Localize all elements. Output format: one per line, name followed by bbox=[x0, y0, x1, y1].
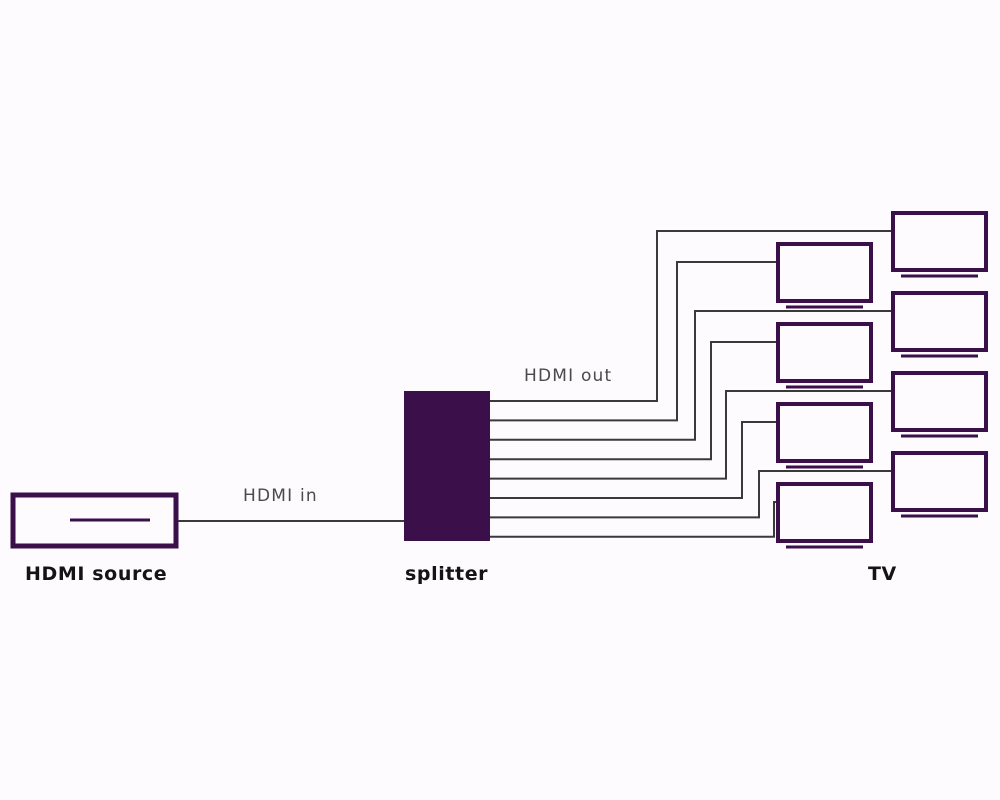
tv-group bbox=[776, 211, 988, 549]
tv-monitor-icon bbox=[891, 451, 988, 518]
splitter-block-icon bbox=[404, 391, 490, 541]
tv-monitor-icon bbox=[776, 322, 873, 389]
hdmi-out-cable bbox=[490, 470, 893, 519]
source-label: HDMI source bbox=[25, 563, 168, 585]
tv-monitor-icon bbox=[891, 371, 988, 438]
hdmi-source-box-icon bbox=[10, 492, 179, 549]
tv-label: TV bbox=[868, 563, 897, 585]
hdmi-out-cable bbox=[490, 421, 778, 499]
hdmi-out-cable bbox=[490, 261, 778, 422]
tv-monitor-icon bbox=[776, 402, 873, 469]
splitter-label: splitter bbox=[405, 563, 489, 585]
hdmi-in-label: HDMI in bbox=[243, 486, 318, 506]
tv-monitor-icon bbox=[891, 211, 988, 278]
hdmi-out-label: HDMI out bbox=[524, 366, 613, 386]
hdmi-out-cable bbox=[490, 390, 893, 480]
tv-monitor-icon bbox=[776, 482, 873, 549]
tv-monitor-icon bbox=[891, 291, 988, 358]
hdmi-out-cable bbox=[490, 341, 778, 461]
tv-monitor-icon bbox=[776, 242, 873, 309]
hdmi-out-cable bbox=[490, 310, 893, 441]
hdmi-out-cable bbox=[490, 230, 893, 402]
hdmi-out-cable bbox=[490, 501, 778, 538]
